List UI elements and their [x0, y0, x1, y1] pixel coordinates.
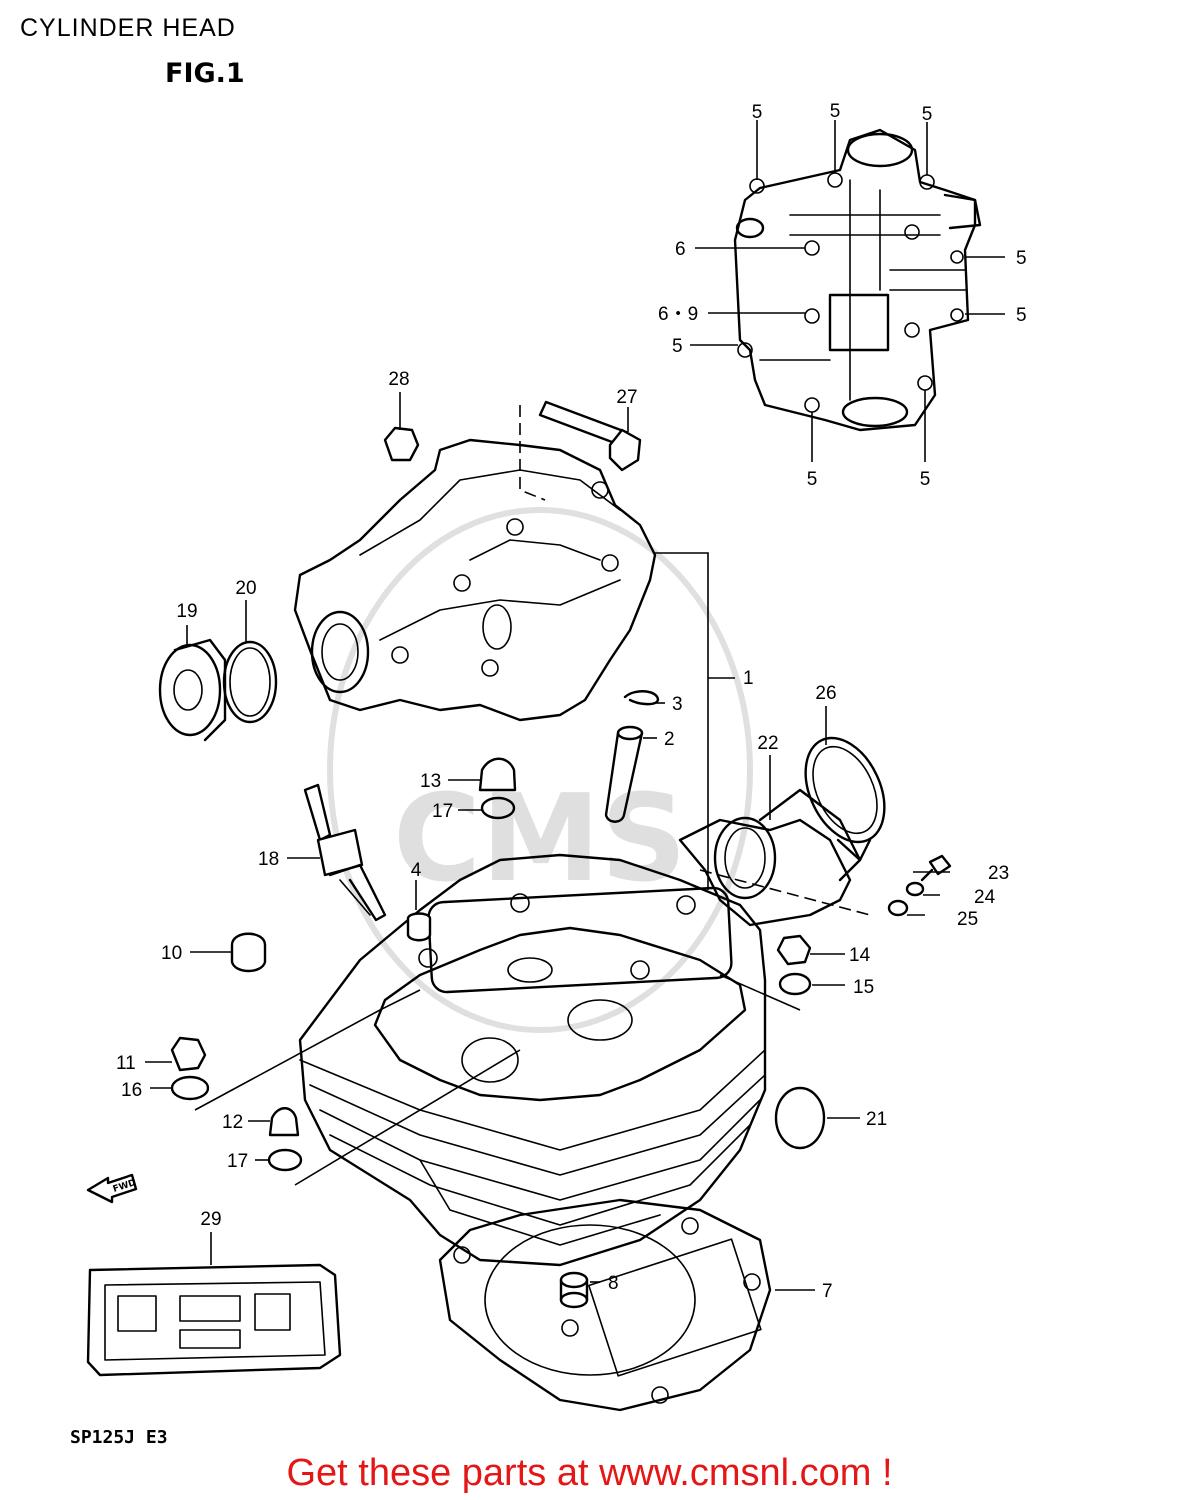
washer-17a-part — [480, 796, 516, 820]
callout-5: 5 — [752, 102, 763, 123]
washer-24-part — [905, 881, 925, 897]
callout-16: 16 — [121, 1080, 142, 1101]
callout-24: 24 — [974, 887, 996, 908]
cap-nut-part — [383, 426, 420, 462]
callout-5: 5 — [807, 469, 818, 490]
callout-18: 18 — [258, 849, 279, 870]
callout-5: 5 — [922, 104, 933, 125]
clamp-part — [804, 736, 886, 862]
valve-guide-part — [604, 725, 644, 823]
svg-text:CMS: CMS — [393, 770, 687, 909]
nut-14-part — [776, 934, 812, 966]
callout-17: 17 — [227, 1151, 248, 1172]
cap-21-part — [774, 1086, 826, 1150]
callout-1: 1 — [743, 668, 754, 689]
screw-23-part — [920, 854, 952, 882]
callout-11: 11 — [116, 1053, 136, 1074]
callout-14: 14 — [849, 945, 871, 966]
intake-pipe-part — [678, 788, 862, 927]
callout-15: 15 — [853, 977, 874, 998]
clip-part — [623, 690, 660, 706]
fwd-arrow-icon: FWD — [86, 1173, 137, 1204]
callout-5: 5 — [1016, 305, 1027, 326]
callout-6-9: 6・9 — [658, 304, 698, 325]
spark-plug-part — [303, 783, 387, 922]
callout-20: 20 — [235, 578, 256, 599]
leader-lines — [145, 120, 1005, 1291]
page-title: CYLINDER HEAD — [20, 14, 236, 42]
o-ring-part — [222, 640, 278, 724]
callout-17: 17 — [432, 801, 453, 822]
callout-3: 3 — [672, 694, 683, 715]
callout-25: 25 — [957, 909, 978, 930]
callout-5: 5 — [920, 469, 931, 490]
plug-part — [158, 638, 227, 742]
washer-15-part — [778, 972, 812, 996]
dowel-pin-4-part — [406, 912, 432, 942]
callout-5: 5 — [1016, 248, 1027, 269]
callout-12: 12 — [222, 1112, 243, 1133]
washer-17b-part — [267, 1148, 303, 1172]
figure-label: FIG.1 — [165, 58, 245, 89]
callout-8: 8 — [608, 1273, 619, 1294]
cap-nut-12-part — [268, 1107, 300, 1137]
cylinder-part — [298, 853, 767, 1267]
callout-27: 27 — [616, 387, 637, 408]
callout-5: 5 — [672, 336, 683, 357]
callout-19: 19 — [176, 601, 197, 622]
gasket-set-part — [86, 1263, 342, 1377]
dowel-pin-part — [559, 1271, 589, 1309]
callout-5: 5 — [830, 101, 841, 122]
cylinder-gasket-part — [438, 1198, 772, 1412]
nut-11-part — [170, 1036, 207, 1072]
callout-7: 7 — [822, 1281, 833, 1302]
callout-2: 2 — [664, 729, 675, 750]
callout-10: 10 — [161, 943, 182, 964]
callout-21: 21 — [866, 1109, 887, 1130]
cap-10-part — [230, 932, 267, 973]
callout-29: 29 — [200, 1209, 221, 1230]
callout-28: 28 — [388, 369, 409, 390]
washer-16-part — [170, 1075, 210, 1101]
footer-banner-link[interactable]: Get these parts at www.cmsnl.com ! — [286, 1452, 893, 1494]
callout-26: 26 — [815, 683, 836, 704]
callout-6: 6 — [675, 239, 686, 260]
head-cover-part — [733, 128, 982, 432]
callout-22: 22 — [757, 733, 778, 754]
callout-4: 4 — [411, 860, 422, 881]
callout-labels: 5 5 5 5 5 6 6・9 5 5 5 28 27 19 20 1 26 3… — [116, 101, 1027, 1302]
model-code: SP125J E3 — [70, 1427, 168, 1448]
callout-13: 13 — [420, 771, 441, 792]
cylinder-head-part — [293, 438, 657, 722]
callout-23: 23 — [988, 863, 1009, 884]
watermark: CMS — [327, 507, 753, 1033]
bolt-part — [538, 400, 642, 472]
washer-25-part — [887, 899, 909, 917]
cap-nut-13-part — [478, 757, 517, 792]
